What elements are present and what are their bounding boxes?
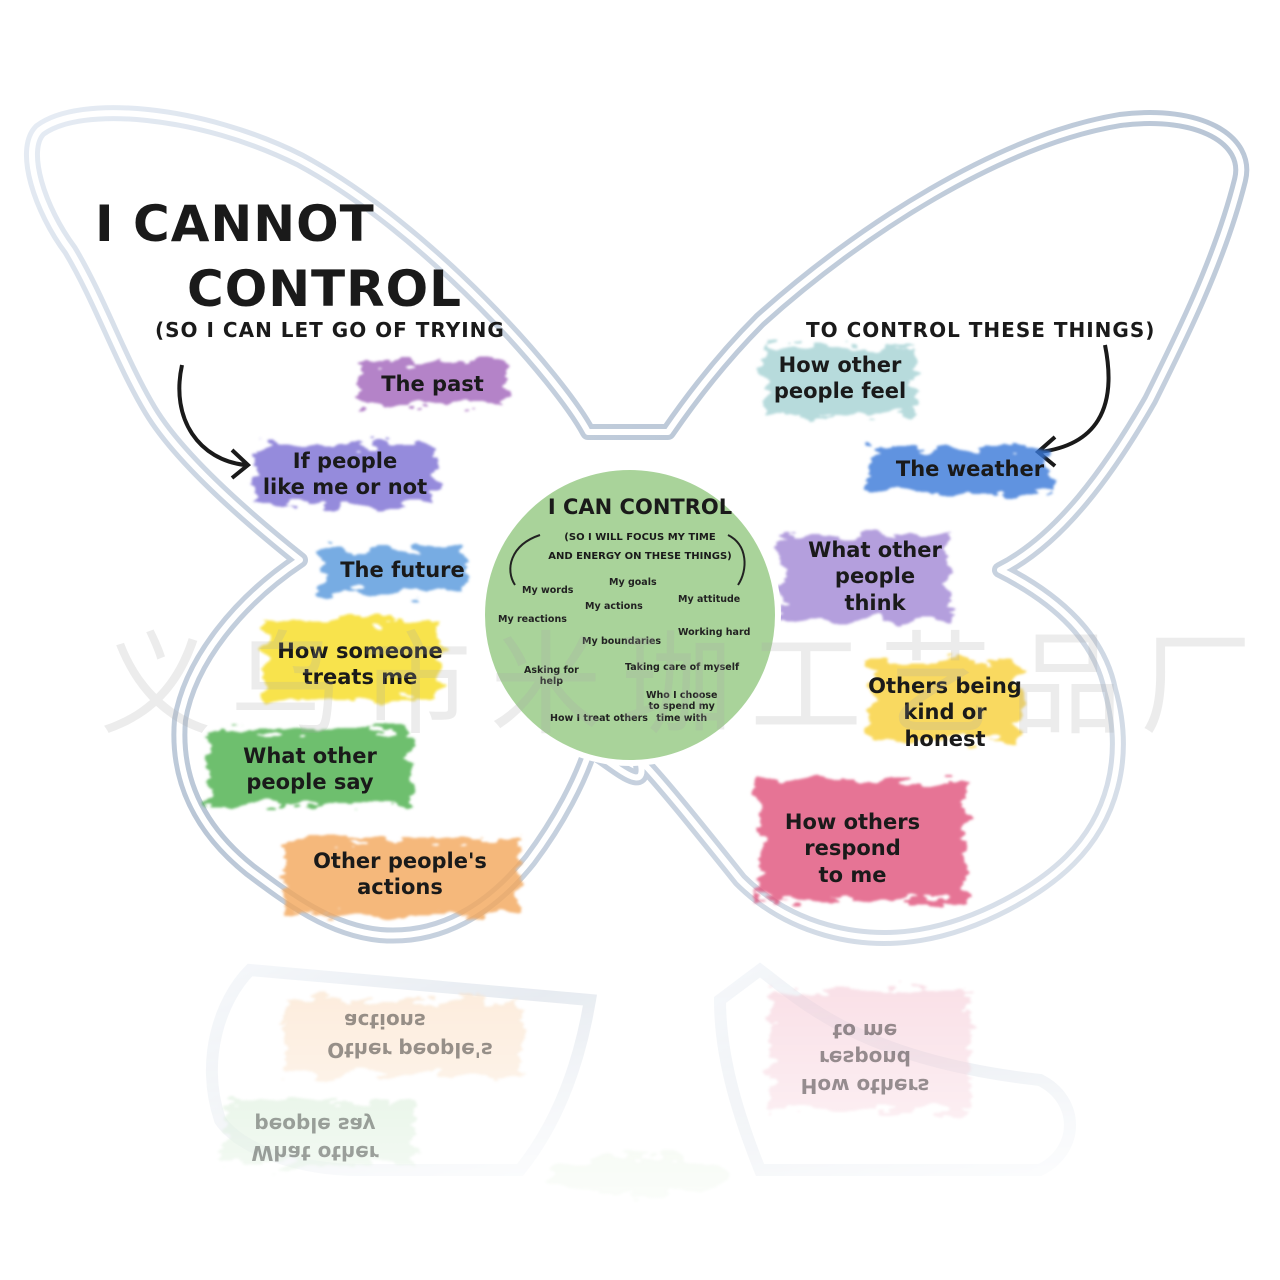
brush-the-past (360, 362, 505, 406)
brush-the-weather (870, 448, 1050, 493)
item-if-people-like-me: If people like me or not (262, 449, 428, 500)
can-control-subtitle: (SO I WILL FOCUS MY TIME AND ENERGY ON T… (548, 532, 732, 562)
item-what-other-people-say: What other people say (243, 744, 377, 795)
reflection-text-how-others: How others (800, 1074, 930, 1098)
circle-item-my-goals: My goals (609, 577, 657, 588)
circle-item-my-words: My words (522, 585, 574, 596)
butterfly-outline (24, 105, 1250, 946)
cannot-control-title-line2: CONTROL (187, 260, 463, 318)
reflection-text-to-me: to me (832, 1019, 898, 1043)
item-how-someone-treats-me: How someone treats me (277, 639, 443, 690)
item-the-past: The past (381, 372, 484, 396)
reflection-text-other-peoples: Other people's (327, 1038, 493, 1062)
circle-left-arrow (509, 534, 541, 586)
right-brush-strokes (760, 345, 1050, 900)
brush-what-other-say (210, 730, 410, 805)
item-how-other-people-feel: How other people feel (773, 353, 907, 404)
item-the-future: The future (340, 558, 465, 582)
left-curved-arrow (177, 364, 246, 467)
reflection-text-what-other: What other (251, 1141, 379, 1165)
circle-item-my-attitude: My attitude (678, 594, 741, 605)
brush-how-others-respond (760, 780, 965, 900)
brush-if-people (255, 445, 435, 505)
brush-what-other-think (780, 535, 950, 620)
cannot-control-title-line1: I CANNOT (95, 195, 375, 253)
item-others-being-kind: Others being kind or honest (868, 674, 1022, 751)
reflection-fade (0, 960, 1280, 1280)
watermark-text: 义乌市米珈工艺品厂 (100, 621, 1270, 751)
circle-item-my-reactions: My reactions (498, 614, 567, 625)
circle-item-asking-for-help: Asking for help (524, 665, 579, 688)
circle-item-my-actions: My actions (585, 601, 643, 612)
right-subtitle: TO CONTROL THESE THINGS) (806, 318, 1156, 342)
reflection-text-respond: respond (819, 1046, 911, 1070)
brush-other-peoples (285, 840, 520, 915)
circle-item-how-i-treat-others: How I treat others (550, 713, 648, 724)
reflection-text-actions: actions (344, 1009, 426, 1033)
left-subtitle: (SO I CAN LET GO OF TRYING (155, 318, 505, 342)
left-arrow-head (230, 448, 252, 480)
circle-item-taking-care: Taking care of myself (625, 662, 740, 673)
item-what-other-people-think: What other people think (808, 538, 942, 615)
reflection-text-people-say: people say (254, 1113, 376, 1137)
circle-item-who-i-choose: Who I choose to spend my time with (646, 690, 718, 724)
can-control-title: I CAN CONTROL (547, 495, 733, 519)
brush-the-future (320, 548, 465, 592)
item-how-others-respond: How others respond to me (784, 810, 921, 887)
brush-how-other-feel (765, 345, 915, 415)
brush-others-being (870, 660, 1020, 740)
item-the-weather: The weather (895, 457, 1045, 481)
circle-item-working-hard: Working hard (678, 627, 751, 638)
left-brush-strokes (210, 362, 520, 915)
right-curved-arrow (1039, 344, 1111, 454)
brush-how-someone (265, 620, 440, 700)
center-circle (479, 464, 781, 766)
item-other-peoples-actions: Other people's actions (313, 849, 487, 900)
circle-right-arrow (727, 534, 746, 586)
circle-item-my-boundaries: My boundaries (582, 636, 662, 647)
